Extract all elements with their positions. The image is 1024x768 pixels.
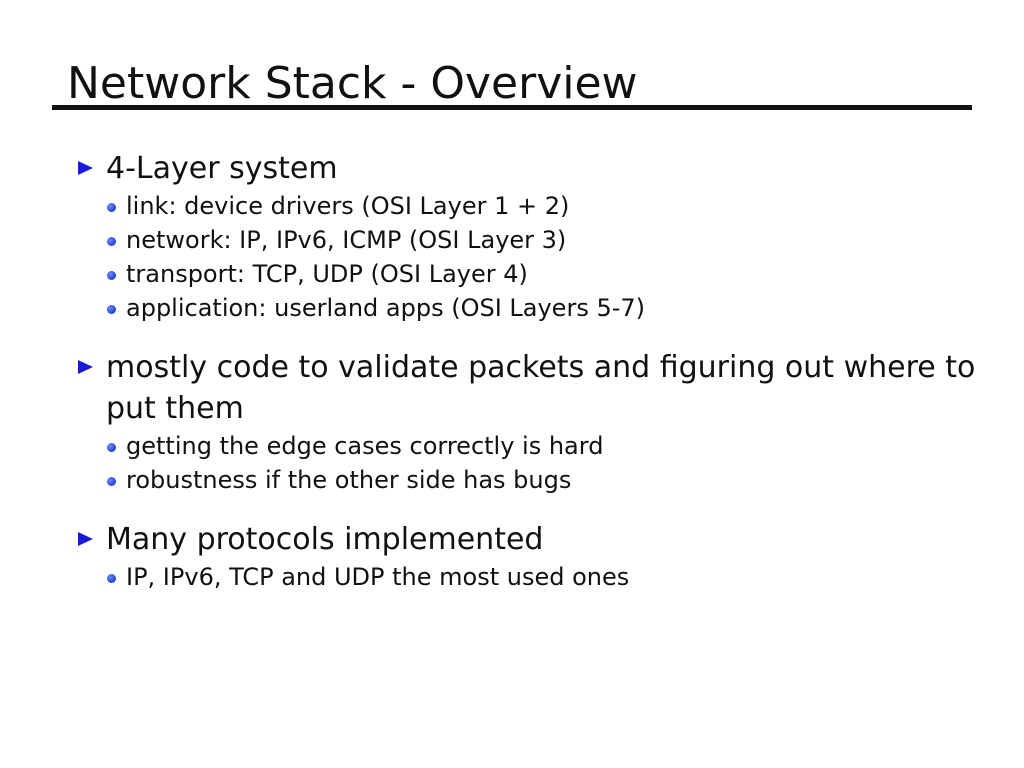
dot-icon — [107, 477, 116, 486]
dot-icon — [107, 203, 116, 212]
triangle-right-icon — [78, 360, 93, 374]
section-many-protocols: Many protocols implemented IP, IPv6, TCP… — [78, 519, 978, 594]
main-bullet: mostly code to validate packets and figu… — [78, 347, 978, 429]
section-validate-packets: mostly code to validate packets and figu… — [78, 347, 978, 497]
slide-content: 4-Layer system link: device drivers (OSI… — [78, 148, 978, 616]
slide-title: Network Stack - Overview — [67, 58, 638, 109]
main-bullet: Many protocols implemented — [78, 519, 978, 560]
dot-icon — [107, 574, 116, 583]
main-bullet-text: mostly code to validate packets and figu… — [106, 350, 976, 426]
dot-icon — [107, 443, 116, 452]
sub-bullet: getting the edge cases correctly is hard — [78, 429, 978, 463]
section-4-layer-system: 4-Layer system link: device drivers (OSI… — [78, 148, 978, 325]
title-underline — [52, 105, 972, 110]
main-bullet-text: 4-Layer system — [106, 151, 338, 186]
dot-icon — [107, 237, 116, 246]
dot-icon — [107, 271, 116, 280]
sub-bullet-list: IP, IPv6, TCP and UDP the most used ones — [78, 560, 978, 594]
sub-bullet-text: robustness if the other side has bugs — [126, 466, 572, 494]
sub-bullet: IP, IPv6, TCP and UDP the most used ones — [78, 560, 978, 594]
sub-bullet-text: network: IP, IPv6, ICMP (OSI Layer 3) — [126, 226, 567, 254]
main-bullet-text: Many protocols implemented — [106, 522, 544, 557]
sub-bullet-text: transport: TCP, UDP (OSI Layer 4) — [126, 260, 528, 288]
sub-bullet-text: IP, IPv6, TCP and UDP the most used ones — [126, 563, 630, 591]
sub-bullet: network: IP, IPv6, ICMP (OSI Layer 3) — [78, 223, 978, 257]
triangle-right-icon — [78, 532, 93, 546]
sub-bullet-text: getting the edge cases correctly is hard — [126, 432, 604, 460]
sub-bullet: link: device drivers (OSI Layer 1 + 2) — [78, 189, 978, 223]
dot-icon — [107, 305, 116, 314]
main-bullet: 4-Layer system — [78, 148, 978, 189]
sub-bullet-text: application: userland apps (OSI Layers 5… — [126, 294, 646, 322]
sub-bullet-list: link: device drivers (OSI Layer 1 + 2) n… — [78, 189, 978, 325]
sub-bullet-list: getting the edge cases correctly is hard… — [78, 429, 978, 497]
sub-bullet: transport: TCP, UDP (OSI Layer 4) — [78, 257, 978, 291]
triangle-right-icon — [78, 161, 93, 175]
sub-bullet: robustness if the other side has bugs — [78, 463, 978, 497]
sub-bullet-text: link: device drivers (OSI Layer 1 + 2) — [126, 192, 570, 220]
sub-bullet: application: userland apps (OSI Layers 5… — [78, 291, 978, 325]
